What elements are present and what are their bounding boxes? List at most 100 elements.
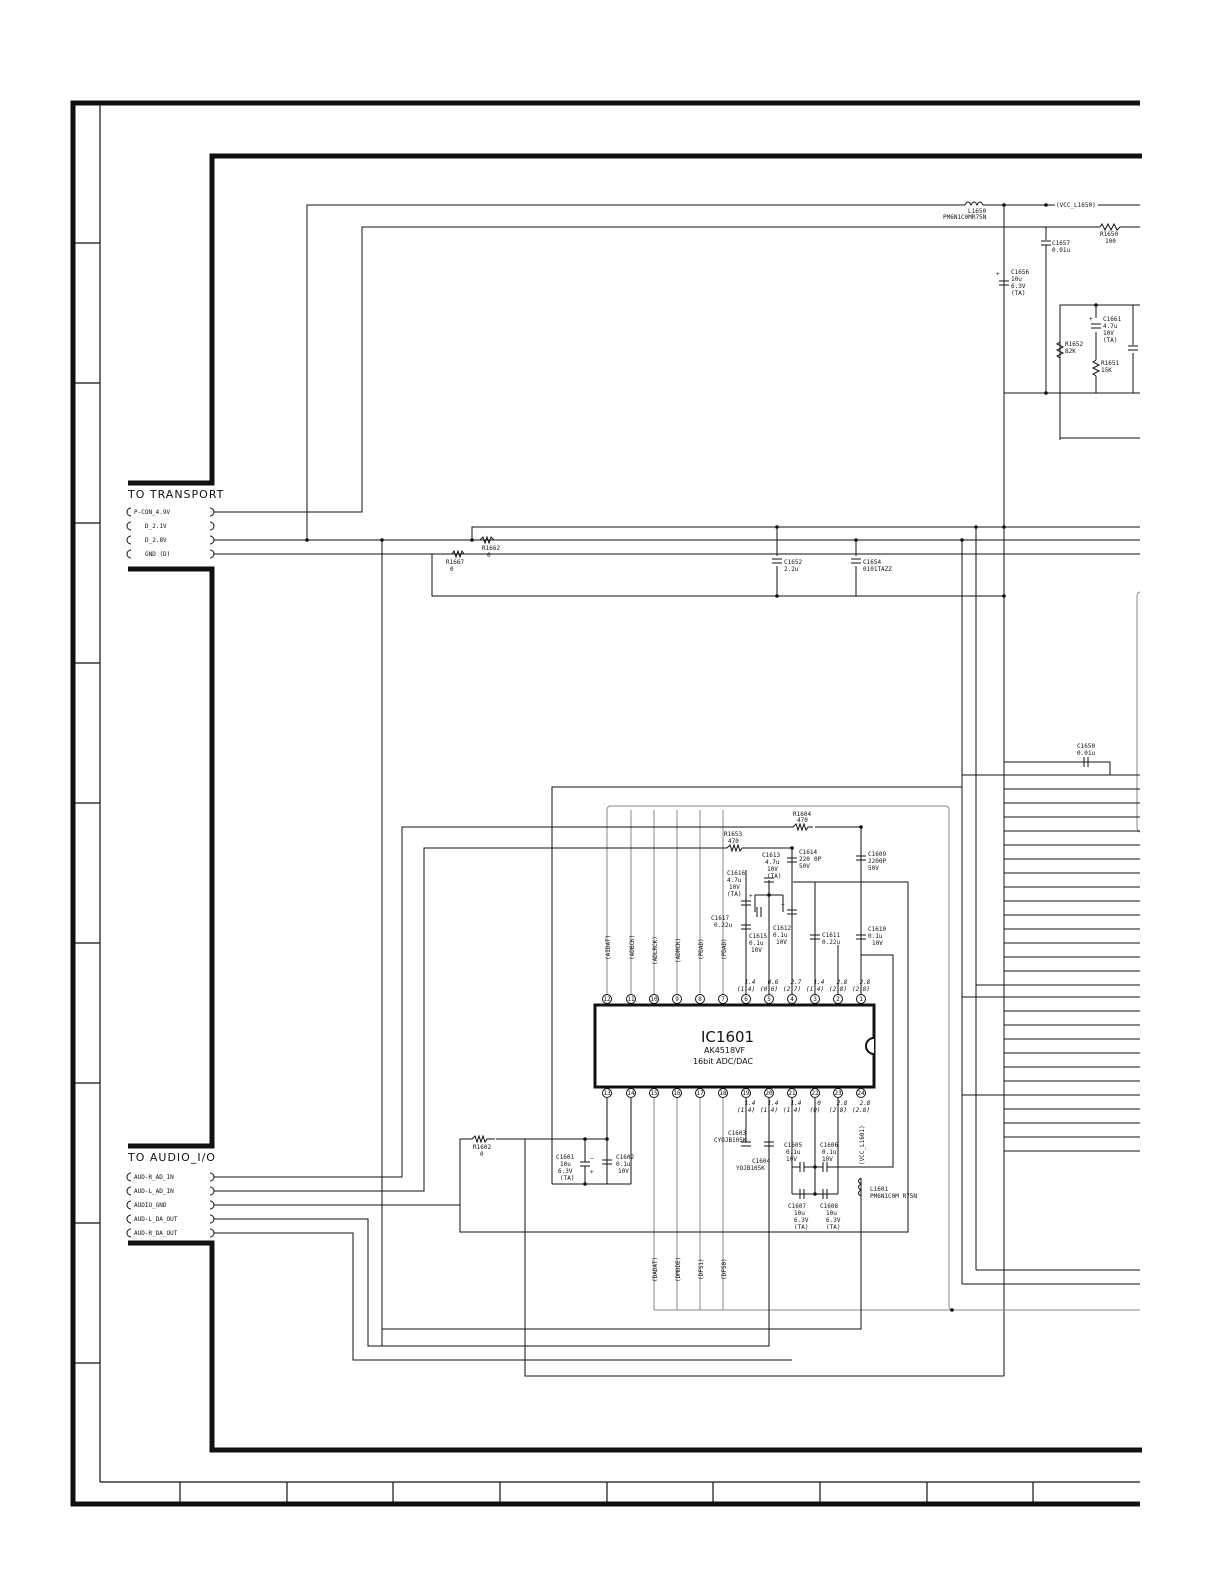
ic-pin: 2 [833,994,843,1004]
transport-pin-label: D_2.1V [145,523,167,530]
capacitor-c1608: C1608 10u 6.3V (TA) [820,1189,841,1231]
capacitor-c1615: C1615 0.1u 10V [749,895,767,954]
l1650-ref: L1650 [968,208,986,215]
svg-text:R1651: R1651 [1101,360,1119,367]
pin-voltage: (0.6) [760,986,778,993]
svg-text:15K: 15K [1101,367,1112,374]
svg-text:0.01u: 0.01u [1052,247,1070,254]
pin-voltage: 2.8 [860,979,871,986]
capacitor-c1614: C1614 220 0P 50V [787,849,822,870]
pin-voltage: (0) [810,1107,821,1114]
ic-pin-number: 2 [836,996,840,1003]
transport-pin: D_2.1V [126,521,215,531]
pin-voltage: 2.7 [791,979,802,986]
svg-text:0: 0 [480,1151,484,1158]
capacitor-c1654: C1654 0101TAZZ [851,558,892,573]
net-vcc-l1650: (VCC_L1650) [1056,202,1096,209]
ic-pin: 9 [672,994,682,1004]
svg-text:C1604: C1604 [752,1158,770,1165]
svg-text:50V: 50V [868,865,879,872]
pin-voltage: 0.6 [768,979,779,986]
ic-pin: 21 [787,1088,797,1098]
svg-text:(TA): (TA) [826,1224,840,1231]
net-label: (AIDAT) [605,935,612,960]
ic-pin-number: 21 [788,1090,796,1097]
ic-wiring [214,786,1140,1377]
transport-pin-label: GND (D) [145,551,170,558]
svg-text:(TA): (TA) [767,873,781,880]
svg-text:0.1u: 0.1u [786,1149,801,1156]
ic-pin: 24 [856,1088,866,1098]
net-label: (VCC_L1601) [859,1125,866,1165]
svg-text:10V: 10V [822,1156,833,1163]
svg-text:10u: 10u [826,1210,837,1217]
outer-frame [70,100,1224,1510]
pin-voltage: (1.4) [760,1107,778,1114]
svg-text:10u: 10u [794,1210,805,1217]
svg-text:C1657: C1657 [1052,240,1070,247]
ic-pin: 20 [764,1088,774,1098]
ic-pin-number: 23 [834,1090,842,1097]
net-labels-bottom: (DADAT) (DMODE) (DFS1) (DFS0) (VCC_L1601… [652,1125,866,1282]
transport-pin-label: P-CON_4.9V [134,509,171,516]
svg-text:10V: 10V [786,1156,797,1163]
svg-text:C1616: C1616 [727,870,745,877]
svg-text:2200P: 2200P [868,858,886,865]
svg-text:10V: 10V [872,940,883,947]
pin-voltage: 2.8 [860,1100,871,1107]
ic-pin: 6 [741,994,751,1004]
ic-pin: 4 [787,994,797,1004]
capacitor-c1650: C1650 0.01u [1004,743,1095,767]
svg-text:+: + [749,893,753,900]
svg-text:0.22u: 0.22u [714,922,732,929]
audio-pin: AUD-R_AD_IN [126,1172,215,1182]
svg-text:50V: 50V [799,863,810,870]
pin-voltage: (2.8) [829,986,847,993]
ic-pin: 1 [856,994,866,1004]
audio-pin: AUD-R_DA_OUT [126,1228,215,1238]
net-label: (DADAT) [652,1257,659,1282]
ic-pin-number: 11 [627,996,635,1003]
svg-text:+: + [781,902,785,909]
ic-pin: 15 [649,1088,659,1098]
ic-pin: 5 [764,994,774,1004]
transport-pin-label: D_2.8V [145,537,167,544]
svg-text:10u: 10u [560,1161,571,1168]
svg-text:+: + [1089,316,1093,323]
capacitor-c1613: C1613 4.7u 10V (TA) [755,852,783,900]
ic-pin-number: 18 [719,1090,727,1097]
audio-pin-label: AUD-R_AD_IN [134,1174,174,1181]
svg-text:R1662: R1662 [482,545,500,552]
ic-pin-number: 8 [698,996,702,1003]
svg-text:0P: 0P [814,856,822,863]
svg-text:10u: 10u [1011,276,1022,283]
svg-text:L1601: L1601 [870,1186,888,1193]
svg-text:10V: 10V [1103,330,1114,337]
svg-text:C1656: C1656 [1011,269,1029,276]
svg-text:C1614: C1614 [799,849,817,856]
ic-pin-number: 14 [627,1090,635,1097]
capacitor-c1657: C1657 0.01u [1041,240,1070,254]
transport-pin: P-CON_4.9V [126,507,215,517]
svg-text:R1653: R1653 [724,831,742,838]
ic-pin: 11 [626,994,636,1004]
capacitor-c1601: − + C1601 10u 6.3V (TA) [556,1139,594,1184]
svg-text:C1607: C1607 [788,1203,806,1210]
ic-pin: 23 [833,1088,843,1098]
ic-pin-number: 19 [742,1090,750,1097]
svg-text:4.7u: 4.7u [765,859,780,866]
pin-voltage: 0 [817,1100,821,1107]
resistor-r1662: R1662 0 [479,535,500,559]
pin-voltage: 1.4 [768,1100,779,1107]
pin-voltage: 2.8 [837,979,848,986]
audio-io-title: TO AUDIO_I/O [127,1151,216,1164]
ic-pin: 7 [718,994,728,1004]
svg-text:(TA): (TA) [560,1175,574,1182]
ic-pin-number: 20 [765,1090,773,1097]
pin-voltage: (1.4) [737,986,755,993]
svg-text:C1613: C1613 [762,852,780,859]
net-label: (PDAD) [721,938,728,960]
svg-text:C1602: C1602 [616,1154,634,1161]
capacitor-c1605: C1605 0.1u 10V [784,1142,815,1172]
